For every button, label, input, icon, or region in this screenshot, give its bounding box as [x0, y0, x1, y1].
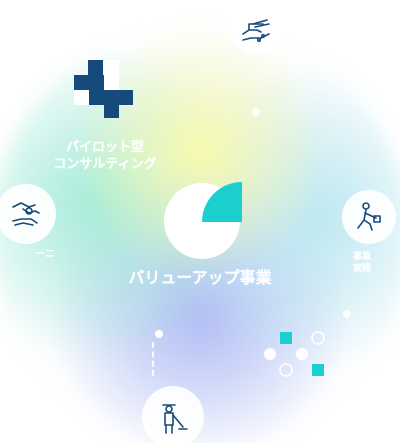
- node-right[interactable]: [342, 190, 396, 244]
- main-title: バリューアップ事業: [128, 268, 272, 287]
- decor-dash: [152, 342, 154, 376]
- node-top[interactable]: [231, 4, 281, 54]
- pilot-label-line2: コンサルティング: [53, 156, 157, 172]
- pilot-logo-icon: [74, 60, 133, 118]
- farmer-icon: [162, 404, 188, 434]
- right-node-label-line2: 実践: [352, 263, 371, 274]
- node-bottom[interactable]: [142, 386, 204, 443]
- right-node-label: 事業 実践: [332, 252, 392, 275]
- decor-dot: [343, 310, 351, 318]
- pattern-cluster-icon: [264, 331, 325, 377]
- worker-icon: [357, 202, 381, 231]
- right-node-label-line1: 事業: [352, 252, 371, 262]
- hand-coins-icon: [242, 19, 270, 43]
- center-quadrant-icon: [202, 182, 242, 222]
- handshake-icon: [12, 202, 40, 226]
- pilot-label: パイロット型 コンサルティング: [40, 140, 170, 174]
- decor-dot: [155, 330, 163, 338]
- pilot-label-line1: パイロット型: [65, 140, 144, 155]
- decor-dot: [252, 108, 260, 116]
- node-left[interactable]: [0, 184, 56, 244]
- left-node-label: ーニ: [35, 249, 55, 260]
